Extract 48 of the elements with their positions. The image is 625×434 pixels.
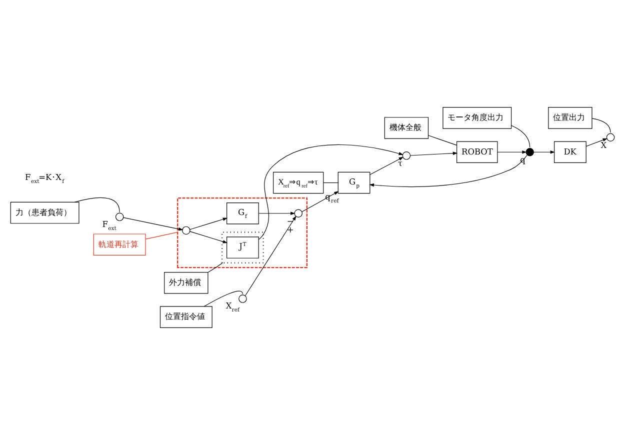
node-box: 機体全般 xyxy=(384,116,429,138)
arrow xyxy=(410,151,458,156)
node-label: τ xyxy=(398,158,402,168)
node-label: X xyxy=(600,139,607,150)
node-box: 力（患者負荷） xyxy=(10,201,80,224)
arrow xyxy=(497,150,527,154)
arrow xyxy=(244,215,296,296)
arrow xyxy=(586,138,608,146)
arrow xyxy=(190,217,228,230)
node-box: G$_{p}$ xyxy=(338,171,370,194)
connector xyxy=(511,124,530,148)
connector xyxy=(428,134,457,145)
connector xyxy=(204,290,243,306)
node-box: J$^{T}$ xyxy=(226,236,259,258)
node-label: X$_{ref}$ xyxy=(226,300,240,314)
node-box: 外力補償 xyxy=(164,271,208,294)
node-box: ROBOT xyxy=(456,140,498,163)
node-circle xyxy=(294,208,302,217)
node-circle xyxy=(115,212,124,221)
connector xyxy=(74,196,120,212)
arrow xyxy=(370,156,404,174)
arrow xyxy=(258,211,296,215)
node-box: 位置出力 xyxy=(548,106,592,128)
label: F$_{ext}$=K･X$_{f}$ xyxy=(25,172,64,185)
arrow xyxy=(190,230,228,243)
arrow xyxy=(123,216,184,230)
connector xyxy=(592,118,611,132)
node-box: モータ角度出力 xyxy=(442,106,512,128)
node-box: 軌道再計算 xyxy=(93,233,146,255)
node-box: DK xyxy=(554,140,586,163)
arrow xyxy=(533,150,556,154)
node-box: G$_{f}$ xyxy=(226,202,259,224)
node-circle xyxy=(402,151,411,160)
connector xyxy=(208,262,223,272)
node-box: X$_{ref}$⇒q$_{ref}$⇒τ xyxy=(273,171,324,194)
node-label: F$_{ext}$ xyxy=(102,218,116,232)
connector xyxy=(145,231,178,239)
node-label: − xyxy=(286,215,294,226)
arrow xyxy=(258,144,404,240)
node-circle xyxy=(526,148,534,156)
node-circle xyxy=(606,132,615,142)
node-box: 位置指令値 xyxy=(160,306,212,328)
arrow xyxy=(369,154,528,187)
connector xyxy=(323,182,338,183)
node-label: + xyxy=(286,224,294,234)
node-circle xyxy=(182,226,190,234)
arrow xyxy=(302,190,339,212)
node-circle xyxy=(238,294,247,302)
